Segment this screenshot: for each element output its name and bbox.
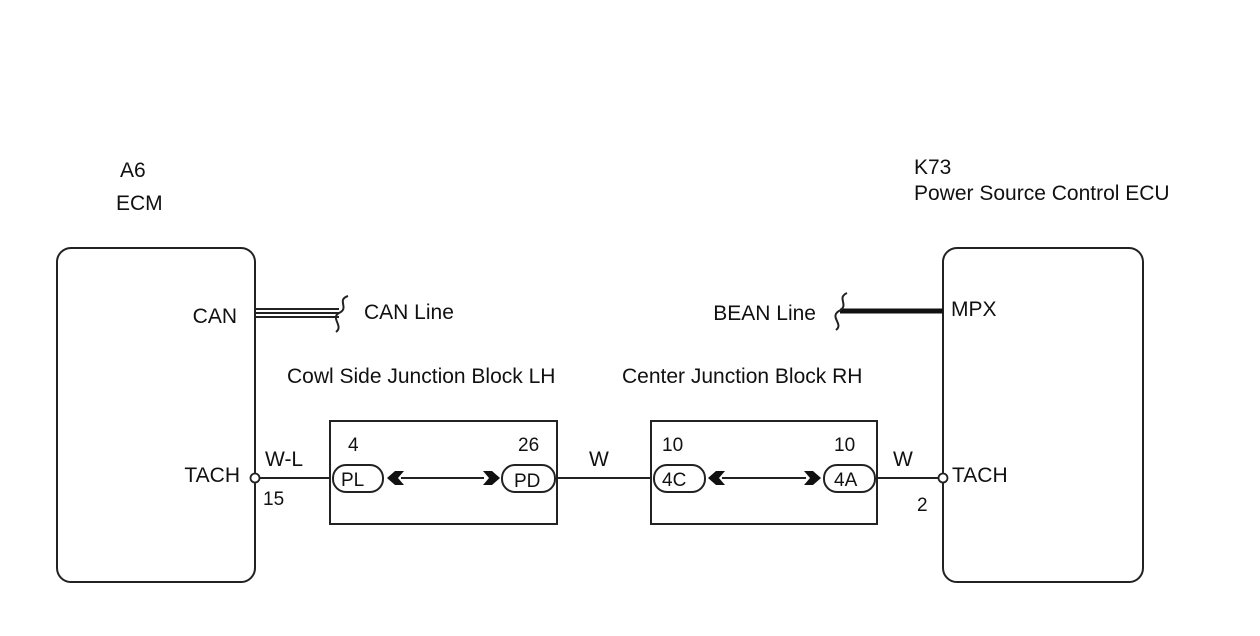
cowl-jb-left-connector bbox=[332, 464, 384, 493]
cowl-jb-left-plug-icon bbox=[387, 471, 404, 485]
center-jb-left-plug-icon bbox=[708, 471, 725, 485]
cowl-jb-left-conn-label: PL bbox=[341, 470, 364, 491]
center-jb-left-connector bbox=[653, 464, 706, 493]
bean-line-break-icon bbox=[834, 292, 848, 331]
center-jb-box bbox=[650, 420, 878, 525]
center-jb-right-pin: 10 bbox=[834, 435, 855, 456]
center-jb-right-conn-label: 4A bbox=[834, 470, 858, 491]
bean-bus bbox=[834, 292, 943, 331]
ecu-box bbox=[942, 247, 1144, 583]
ecu-code: K73 bbox=[914, 156, 951, 179]
ecu-tach-pin: 2 bbox=[917, 495, 928, 516]
ecm-name: ECM bbox=[116, 192, 163, 215]
ecu-mpx-label: MPX bbox=[951, 298, 997, 321]
wire-color-cowl-to-center: W bbox=[589, 448, 609, 471]
center-jb-right-plug-icon bbox=[804, 471, 821, 485]
ecm-code: A6 bbox=[120, 159, 146, 182]
ecu-name: Power Source Control ECU bbox=[914, 182, 1170, 205]
ecu-tach-label: TACH bbox=[952, 464, 1008, 487]
cowl-jb-right-conn-label: PD bbox=[514, 471, 540, 492]
bean-line-label: BEAN Line bbox=[713, 302, 816, 325]
cowl-jb-right-connector bbox=[501, 464, 556, 493]
wire-color-center-to-ecu: W bbox=[893, 448, 913, 471]
cowl-jb-left-pin: 4 bbox=[348, 435, 359, 456]
center-junction-block: 10 10 4C 4A bbox=[650, 420, 878, 525]
center-jb-left-pin: 10 bbox=[662, 435, 683, 456]
cowl-jb-right-plug-icon bbox=[483, 471, 500, 485]
center-jb-right-connector bbox=[823, 464, 876, 493]
can-line-label: CAN Line bbox=[364, 301, 454, 324]
ecm-tach-label: TACH bbox=[184, 464, 240, 487]
cowl-jb-box bbox=[329, 420, 558, 525]
cowl-junction-block: 4 26 PL PD bbox=[329, 420, 558, 525]
ecm-box bbox=[56, 247, 256, 583]
wire-color-ecm-to-cowl: W-L bbox=[265, 448, 303, 471]
ecu-tach-terminal bbox=[937, 472, 949, 484]
can-line-break-icon bbox=[334, 295, 349, 333]
can-bus bbox=[255, 295, 349, 333]
center-jb-left-conn-label: 4C bbox=[662, 470, 686, 491]
cowl-jb-title: Cowl Side Junction Block LH bbox=[287, 365, 555, 388]
center-jb-title: Center Junction Block RH bbox=[622, 365, 862, 388]
ecm-tach-pin: 15 bbox=[263, 489, 284, 510]
ecm-can-label: CAN bbox=[193, 305, 237, 328]
ecm-tach-terminal bbox=[249, 472, 261, 484]
cowl-jb-right-pin: 26 bbox=[518, 435, 539, 456]
